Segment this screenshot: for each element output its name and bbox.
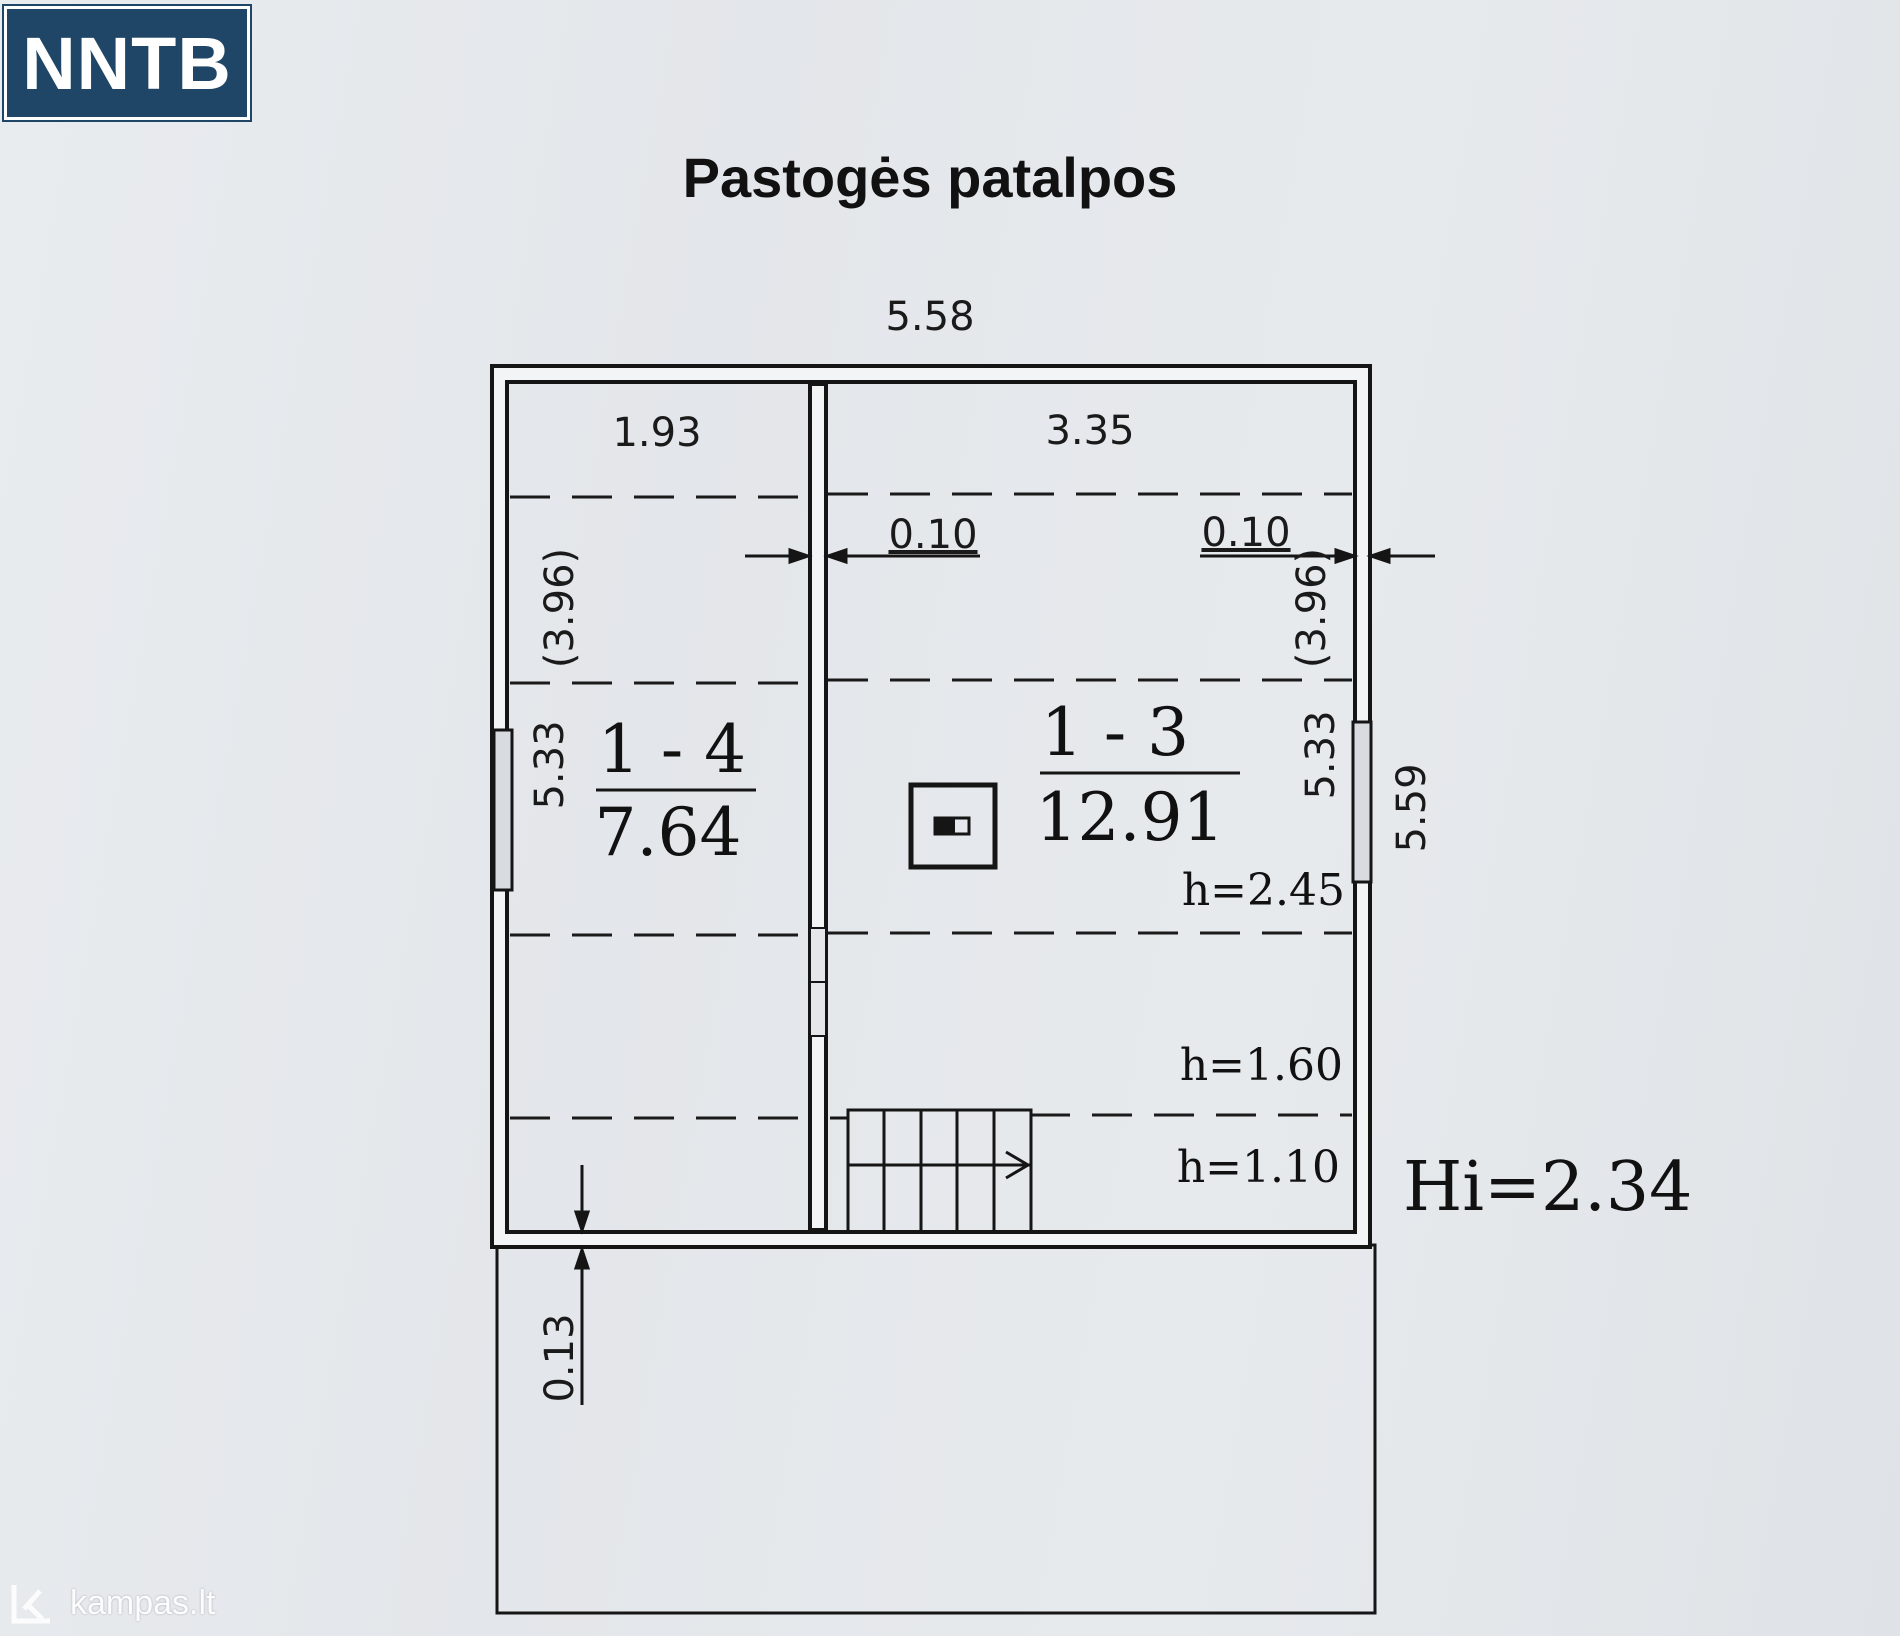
- watermark-text: kampas.lt: [70, 1583, 216, 1622]
- height-lines: [510, 492, 1352, 1120]
- logo-text: NNTB: [22, 21, 232, 105]
- room-3-number: 1 - 3: [1041, 694, 1189, 771]
- right-paren-label: (3.96): [1289, 548, 1335, 668]
- right-window: [1351, 720, 1373, 884]
- room-4-area: 7.64: [595, 794, 742, 871]
- partition-wall: [808, 382, 828, 1232]
- staircase: [830, 1108, 1033, 1234]
- kampas-watermark: kampas.lt: [8, 1578, 216, 1628]
- left-paren-label: (3.96): [537, 548, 583, 668]
- wall-right-thickness-label: 0.10: [1201, 510, 1290, 556]
- bottom-gap-arrows: [573, 1165, 591, 1405]
- right-length-label: 5.33: [1298, 710, 1344, 799]
- room-4-number: 1 - 4: [598, 711, 746, 788]
- plan-title: Pastogės patalpos: [682, 146, 1178, 209]
- outer-wall: [490, 364, 1372, 1249]
- room-left-width-label: 1.93: [612, 410, 701, 456]
- lower-outline: [495, 1243, 1377, 1615]
- left-window: [492, 728, 514, 892]
- height-2-45-label: h=2.45: [1182, 865, 1345, 916]
- room-3-area: 12.91: [1036, 779, 1225, 856]
- kampas-logo-icon: [11, 1585, 50, 1624]
- outer-length-label: 5.59: [1389, 763, 1435, 852]
- nntb-logo: NNTB: [2, 4, 252, 122]
- bottom-gap-label: 0.13: [537, 1313, 583, 1402]
- room-right-width-label: 3.35: [1045, 408, 1134, 454]
- wall-left-thickness-label: 0.10: [888, 512, 977, 558]
- wall-thickness-arrows: [745, 547, 1435, 565]
- hi-label: Hi=2.34: [1403, 1148, 1692, 1227]
- height-1-60-label: h=1.60: [1180, 1040, 1343, 1091]
- height-1-10-label: h=1.10: [1177, 1142, 1340, 1193]
- left-length-label: 5.33: [527, 720, 573, 809]
- total-width-label: 5.58: [885, 294, 974, 340]
- chimney-icon: [908, 782, 998, 870]
